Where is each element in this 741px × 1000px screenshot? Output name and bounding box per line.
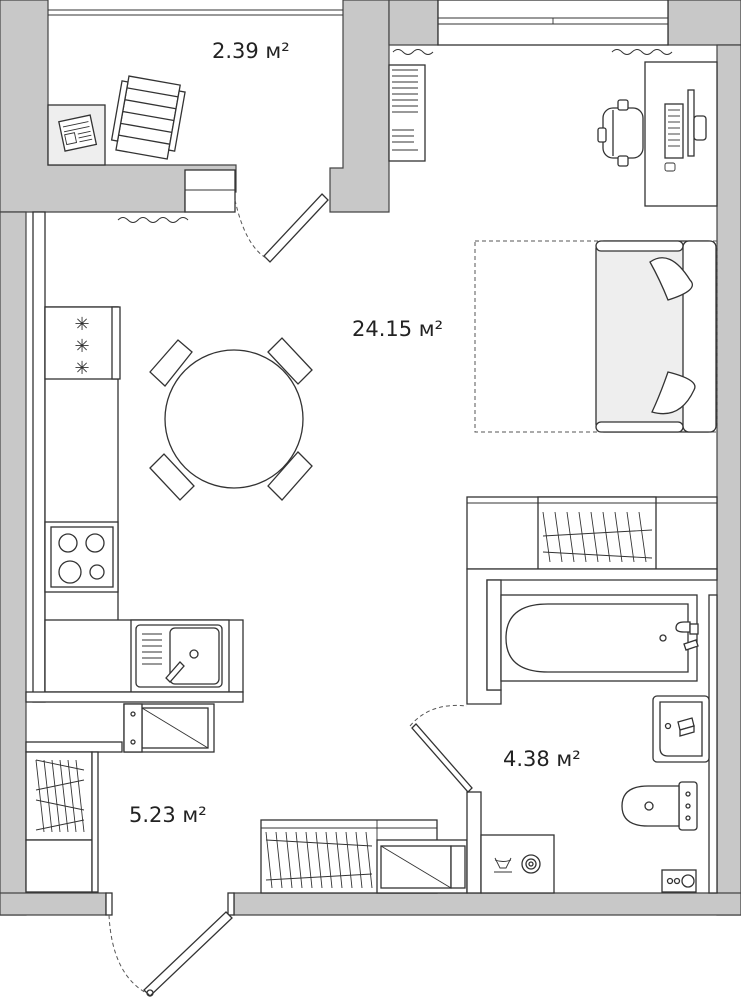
- cabinet: [376, 839, 468, 894]
- bathroom-area-label: 4.38 м²: [503, 747, 581, 771]
- sofa-icon: [474, 240, 718, 433]
- bathtub-icon: [500, 594, 699, 682]
- bookshelf-icon: [388, 64, 426, 162]
- pillow-icon: [649, 257, 696, 415]
- dining-table-icon: [149, 337, 313, 501]
- socket-icon: [661, 869, 697, 893]
- door-icon: [184, 169, 329, 263]
- washbasin-icon: [652, 695, 710, 763]
- deck-chair-icon: [110, 75, 186, 160]
- sink-icon: [130, 619, 230, 693]
- hallway-area-label: 5.23 м²: [129, 803, 207, 827]
- toilet-icon: [621, 781, 698, 831]
- balcony: 2.39 м²: [47, 39, 329, 263]
- computer-desk-icon: [644, 61, 718, 207]
- svg-text:✳: ✳: [74, 314, 89, 335]
- door-icon: [105, 892, 235, 997]
- svg-text:✳: ✳: [74, 358, 89, 379]
- cooktop-icon: [44, 521, 119, 593]
- hallway: 5.23 м²: [25, 691, 468, 997]
- main-room: 24.15 м²: [149, 61, 718, 501]
- balcony-area-label: 2.39 м²: [212, 39, 290, 63]
- walls: [0, 0, 741, 916]
- kitchen: ✳ ✳ ✳: [44, 306, 244, 693]
- newspaper-icon: [47, 104, 106, 166]
- svg-text:✳: ✳: [74, 336, 89, 357]
- bathroom: 4.38 м²: [409, 496, 718, 894]
- chair-icon: [149, 337, 313, 501]
- door-icon: [409, 704, 473, 793]
- main-room-area-label: 24.15 м²: [352, 317, 443, 341]
- cabinet: [123, 703, 215, 753]
- stove-icon: ✳ ✳ ✳: [44, 306, 121, 380]
- radiator-icon: [117, 49, 673, 223]
- wardrobe-icon: [25, 751, 99, 893]
- washing-machine-icon: [480, 834, 555, 894]
- wardrobe-icon: [466, 496, 718, 570]
- balcony-window: [48, 9, 343, 16]
- top-window: [437, 0, 669, 46]
- office-chair-icon: [597, 99, 644, 167]
